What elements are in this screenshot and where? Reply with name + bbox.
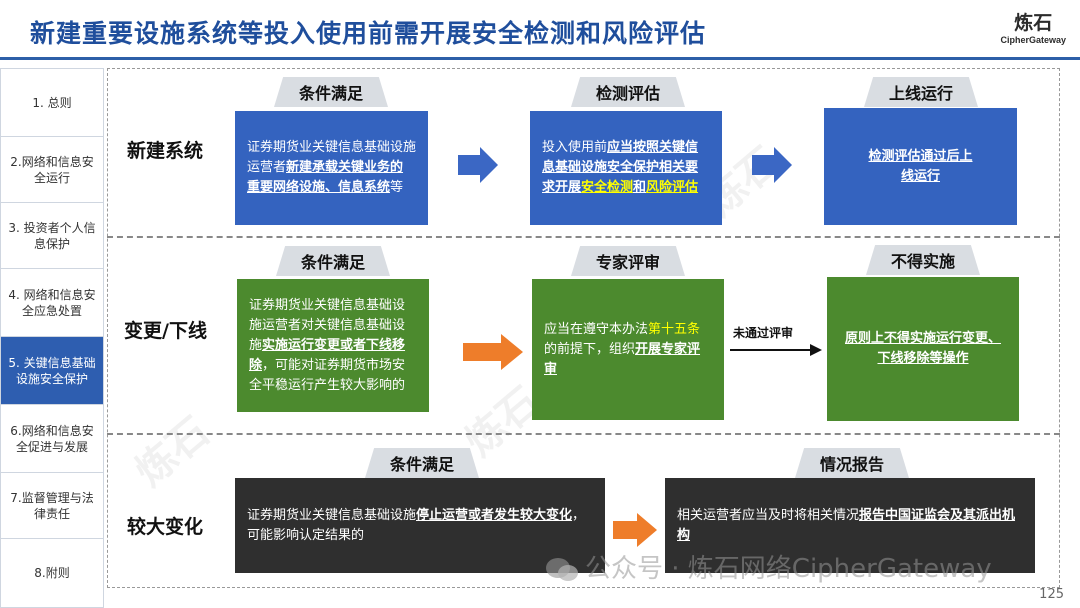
row-divider-1: [107, 236, 1060, 238]
new-system-condition-box: 证券期货业关键信息基础设施运营者新建承载关键业务的重要网络设施、信息系统等: [235, 111, 428, 225]
tab-expert-review: 专家评审: [571, 246, 685, 276]
sidebar-item-security-promotion[interactable]: 6.网络和信息安全促进与发展: [1, 405, 103, 473]
arrow-right-icon: [730, 344, 822, 356]
arrow-right-icon: [458, 147, 498, 183]
sidebar-item-critical-infrastructure[interactable]: 5. 关键信息基础设施安全保护: [1, 337, 103, 405]
tab-not-permitted: 不得实施: [866, 245, 980, 275]
arrow-right-icon: [752, 147, 792, 183]
tab-condition-met: 条件满足: [365, 448, 479, 478]
sidebar-item-emergency-response[interactable]: 4. 网络和信息安全应急处置: [1, 269, 103, 337]
row-label-major-change: 较大变化: [127, 516, 204, 538]
content-frame: [107, 68, 1060, 588]
tab-test-assessment: 检测评估: [571, 77, 685, 107]
sidebar-item-general[interactable]: 1. 总则: [1, 69, 103, 137]
row-divider-2: [107, 433, 1060, 435]
tab-situation-report: 情况报告: [795, 448, 909, 478]
change-not-permitted-box: 原则上不得实施运行变更、下线移除等操作: [827, 277, 1019, 421]
page-number: 125: [1039, 587, 1064, 602]
sidebar-item-investor-privacy[interactable]: 3. 投资者个人信息保护: [1, 203, 103, 269]
major-change-condition-box: 证券期货业关键信息基础设施停止运营或者发生较大变化，可能影响认定结果的: [235, 478, 605, 573]
sidebar-item-supervision-liability[interactable]: 7.监督管理与法律责任: [1, 473, 103, 539]
sidebar-item-network-operation[interactable]: 2.网络和信息安全运行: [1, 137, 103, 203]
new-system-assessment-box: 投入使用前应当按照关键信息基础设施安全保护相关要求开展安全检测和风险评估: [530, 111, 722, 225]
change-expert-review-box: 应当在遵守本办法第十五条的前提下，组织开展专家评审: [532, 279, 724, 420]
arrow-right-icon: [613, 513, 657, 547]
brand-logo: 炼石 CipherGateway: [1000, 8, 1066, 45]
tab-condition-met: 条件满足: [274, 77, 388, 107]
change-condition-box: 证券期货业关键信息基础设施运营者对关键信息基础设施实施运行变更或者下线移除，可能…: [237, 279, 429, 412]
arrow-right-icon: [463, 334, 523, 370]
wechat-icon: [546, 557, 578, 581]
logo-cn-text: 炼石: [1014, 12, 1053, 34]
row-label-change-offline: 变更/下线: [124, 320, 207, 342]
title-underline: [0, 57, 1080, 60]
tab-go-live: 上线运行: [864, 77, 978, 107]
wechat-watermark: 公众号 · 炼石网络CipherGateway: [545, 548, 992, 585]
sidebar-nav: 1. 总则 2.网络和信息安全运行 3. 投资者个人信息保护 4. 网络和信息安…: [0, 68, 104, 608]
row-label-new-system: 新建系统: [127, 140, 204, 162]
new-system-go-live-box: 检测评估通过后上线运行: [824, 108, 1017, 225]
major-change-report-box: 相关运营者应当及时将相关情况报告中国证监会及其派出机构: [665, 478, 1035, 573]
review-failed-label: 未通过评审: [733, 326, 794, 340]
logo-en-text: CipherGateway: [1000, 35, 1066, 45]
tab-condition-met: 条件满足: [276, 246, 390, 276]
page-title: 新建重要设施系统等投入使用前需开展安全检测和风险评估: [30, 19, 707, 48]
sidebar-item-supplementary[interactable]: 8.附则: [34, 566, 70, 580]
